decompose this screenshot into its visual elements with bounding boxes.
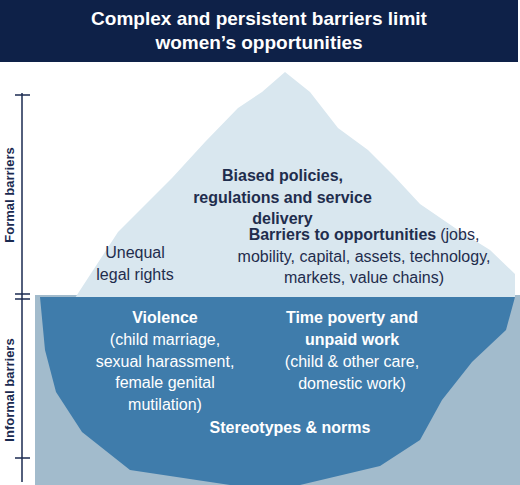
title: Complex and persistent barriers limit wo…	[49, 7, 469, 55]
heading-text: Barriers to opportunities	[249, 226, 437, 243]
water	[35, 295, 520, 485]
body-text: (child & other care, domestic work)	[262, 351, 442, 394]
text-group: Barriers to opportunities(jobs, mobility…	[218, 224, 510, 289]
axis-tick	[15, 94, 30, 96]
iceberg-underwater: Violence(child marriage, sexual harassme…	[35, 295, 520, 485]
body-text: Unequal legal rights	[90, 242, 180, 285]
axis-tick	[15, 298, 30, 300]
heading-text: Stereotypes & norms	[190, 417, 390, 439]
title-bar: Complex and persistent barriers limit wo…	[0, 0, 518, 62]
axis-label: Formal barriers	[2, 147, 17, 242]
axis-line	[21, 93, 23, 482]
iceberg-outline	[35, 295, 520, 485]
body-text: (child marriage, sexual harassment, fema…	[85, 329, 245, 415]
axis-label: Informal barriers	[2, 338, 17, 441]
axis-tick	[15, 293, 30, 295]
iceberg-shape	[40, 297, 515, 485]
iceberg-tip: Biased policies, regulations and service…	[40, 60, 520, 300]
heading-text: Time poverty and unpaid work	[262, 307, 442, 350]
iceberg-shape	[75, 72, 515, 298]
axis-tick	[15, 457, 30, 459]
heading-text: Biased policies, regulations and service…	[180, 165, 385, 230]
heading-text: Violence	[85, 307, 245, 329]
